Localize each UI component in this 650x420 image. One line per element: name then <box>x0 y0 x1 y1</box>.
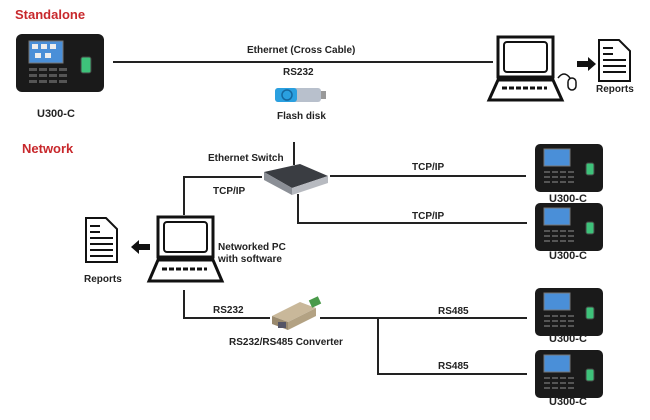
device-label-4: U300-C <box>549 396 587 408</box>
rs232-label-network: RS232 <box>213 305 244 316</box>
device-u300c-3 <box>535 288 603 336</box>
arrow-right-icon <box>577 57 596 71</box>
device-u300c-1 <box>535 144 603 192</box>
flash-disk-label: Flash disk <box>277 111 326 122</box>
pc-switch-line <box>183 176 262 215</box>
reports-label-standalone: Reports <box>596 84 634 95</box>
device-u300c-2 <box>535 203 603 251</box>
switch-dev2-line <box>297 194 527 224</box>
networked-pc-label-line1: Networked PC <box>218 242 286 253</box>
converter-label: RS232/RS485 Converter <box>229 337 343 348</box>
rs232-label-standalone: RS232 <box>283 67 314 78</box>
ethernet-cable-label: Ethernet (Cross Cable) <box>247 45 356 56</box>
section-title-standalone: Standalone <box>15 7 86 22</box>
ethernet-switch-label: Ethernet Switch <box>208 153 284 164</box>
arrow-left-icon <box>131 240 150 254</box>
device-label-2: U300-C <box>549 250 587 262</box>
reports-label-network: Reports <box>84 274 122 285</box>
tcpip-label-dev1: TCP/IP <box>412 162 445 173</box>
device-label-3: U300-C <box>549 333 587 345</box>
terminal-icon <box>16 34 104 92</box>
section-title-network: Network <box>22 141 74 156</box>
converter-dev4-line <box>377 318 527 375</box>
device-label-1: U300-C <box>549 193 587 205</box>
device-u300c-standalone <box>15 33 105 98</box>
device-label-standalone: U300-C <box>37 108 75 120</box>
tcpip-label-pc: TCP/IP <box>213 186 246 197</box>
tcpip-label-dev2: TCP/IP <box>412 211 445 222</box>
rs485-label-dev4: RS485 <box>438 361 469 372</box>
pc-converter-line <box>183 290 270 319</box>
device-u300c-4 <box>535 350 603 398</box>
networked-pc-label-line2: with software <box>218 254 282 265</box>
rs485-label-dev3: RS485 <box>438 306 469 317</box>
